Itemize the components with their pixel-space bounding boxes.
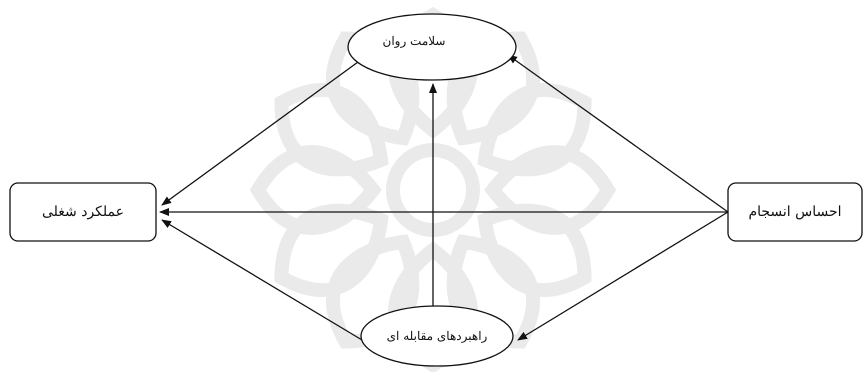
node-job-performance-label: عملکرد شغلی [42,204,124,220]
node-mental-health-label: سلامت روان [383,34,446,48]
node-coping-strategies: راهبردهای مقابله ای [361,306,513,366]
node-coping-strategies-label: راهبردهای مقابله ای [387,329,488,343]
edge-coherence-to-mental-health [508,55,728,212]
node-sense-of-coherence-label: احساس انسجام [748,204,841,220]
node-mental-health: سلامت روان [348,14,516,80]
node-job-performance: عملکرد شغلی [10,183,156,241]
node-sense-of-coherence: احساس انسجام [728,183,862,241]
